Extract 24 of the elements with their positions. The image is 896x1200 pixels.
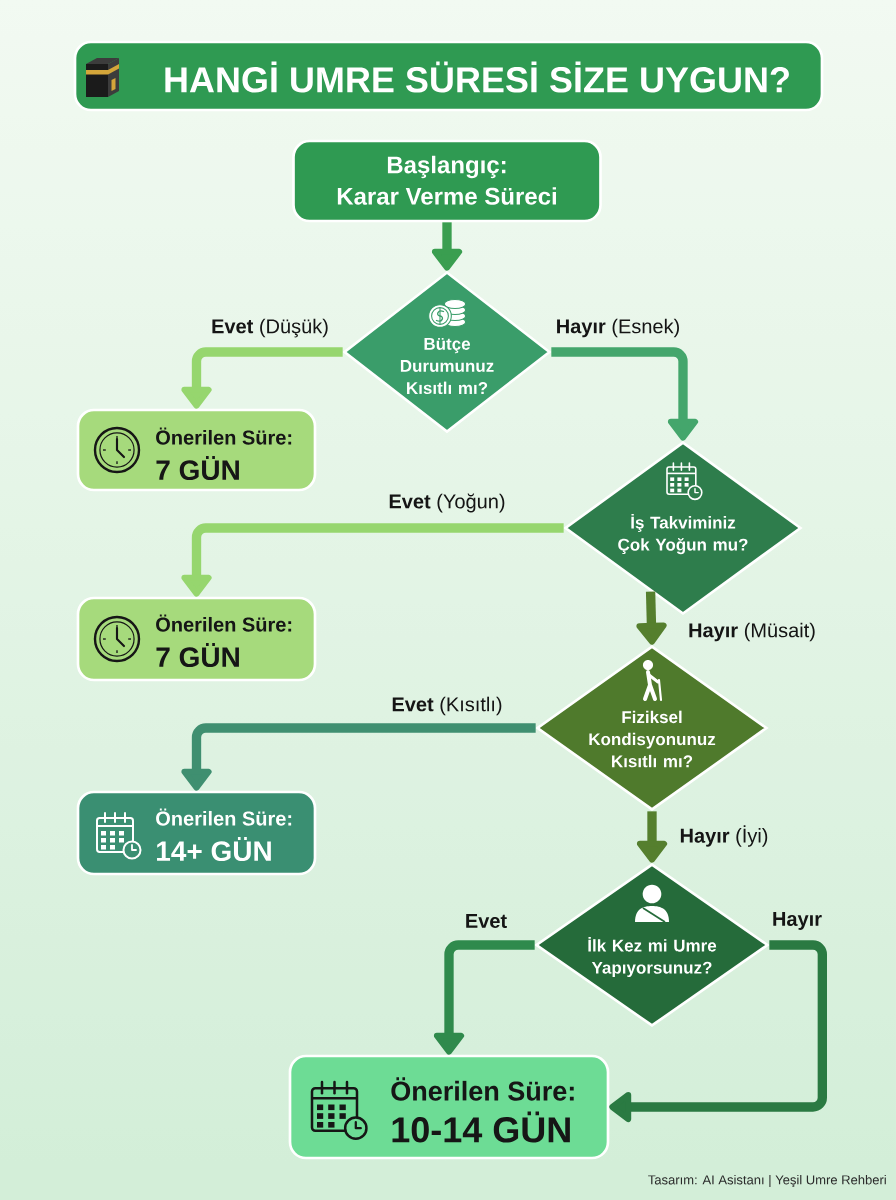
edge-label: Evet (Kısıtlı) [392,696,502,716]
result-box: Önerilen Süre: 7 GÜN [76,596,317,682]
title-banner: HANGİ UMRE SÜRESİ SİZE UYGUN? [73,40,824,112]
arrow [181,347,343,409]
result-box: Önerilen Süre: 14+ GÜN [76,790,317,876]
edge-label: Evet (Düşük) [212,318,328,338]
start-box: Başlangıç: Karar Verme Süreci [292,139,602,223]
edge-label: Evet [466,914,507,928]
arrow [609,940,827,1123]
edge-label: Hayır (Esnek) [557,318,679,338]
result-box: Önerilen Süre: 10-14 GÜN [288,1054,610,1160]
edge-label: Evet (Yoğun) [389,493,505,513]
arrow [551,347,699,441]
arrow [433,940,535,1055]
arrow [181,723,536,791]
edge-label: Hayır (İyi) [680,825,768,847]
arrow [636,591,667,645]
arrow [181,523,564,597]
result-box: Önerilen Süre: 7 GÜN [76,408,317,492]
arrow [636,811,668,863]
credit-text: Tasarım: AI Asistanı | Yeşil Umre Rehberi [648,1174,886,1188]
arrow [431,222,463,271]
edge-label: Hayır [773,912,822,930]
edge-label: Hayır (Müsait) [689,622,815,642]
